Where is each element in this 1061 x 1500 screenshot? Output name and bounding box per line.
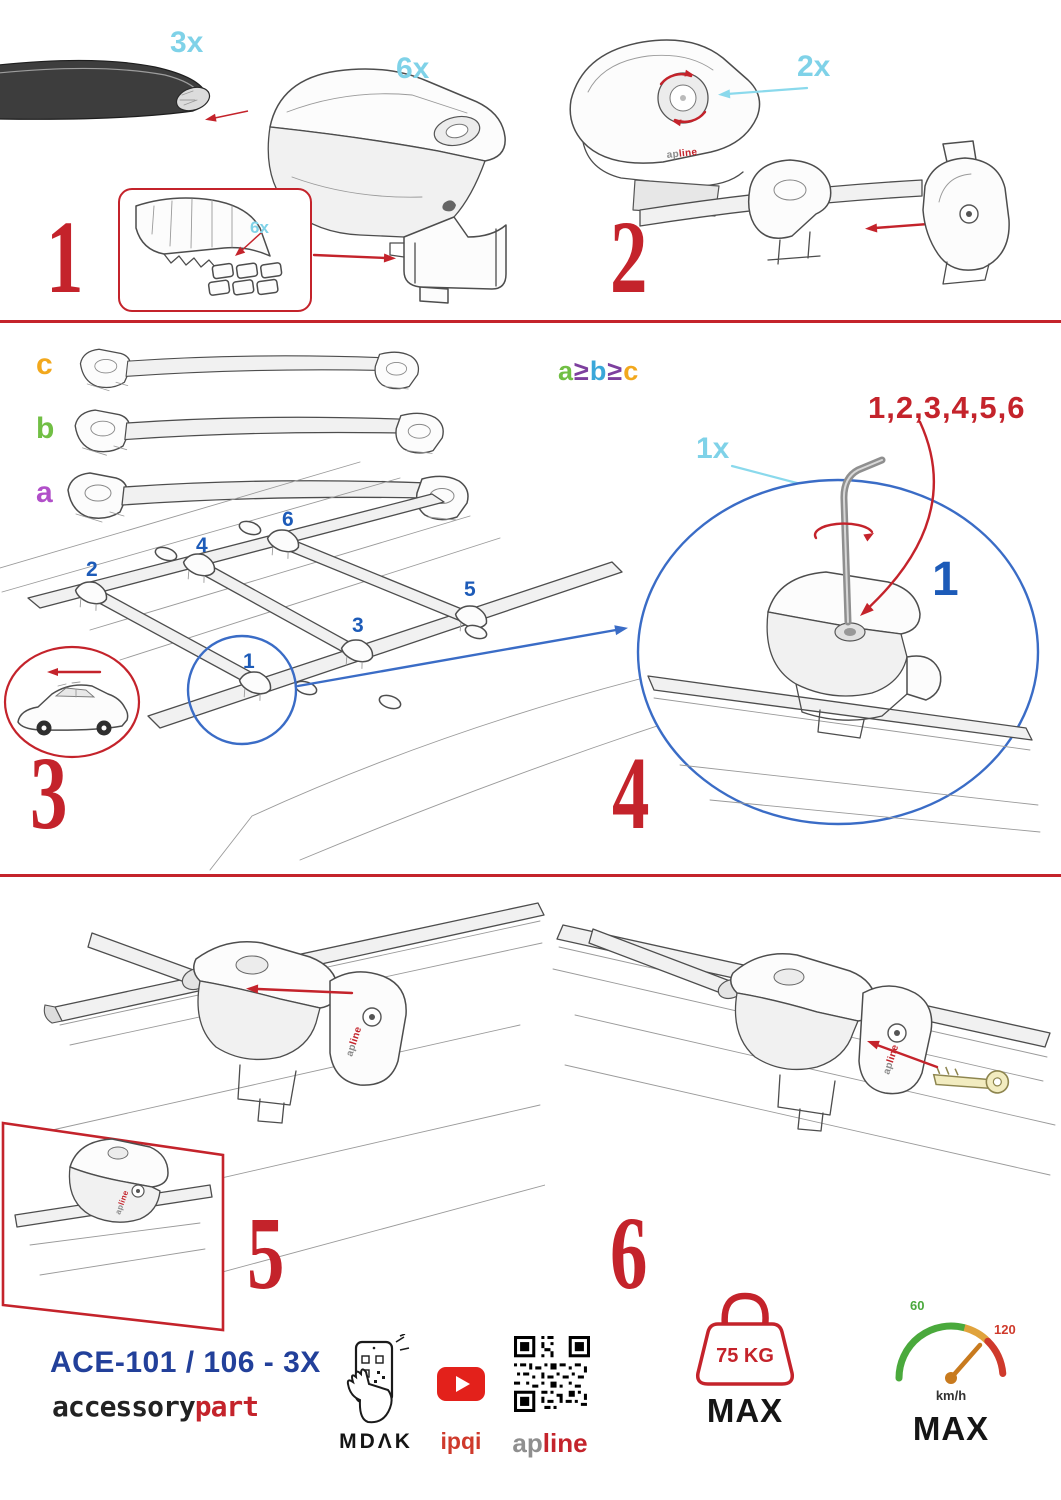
brand-on-part: apline [344, 1025, 364, 1058]
tighten-sequence: 1,2,3,4,5,6 [868, 390, 1026, 425]
qty-label-foot: 6x [396, 52, 430, 85]
locked-foot: apline [730, 953, 933, 1132]
car-inset [3, 645, 141, 759]
pads-diagram [135, 197, 283, 296]
mdak-logo: MDΛK [339, 1430, 413, 1453]
ipqi-logo: ipqi [440, 1428, 482, 1454]
step-number-6: 6 [610, 1196, 647, 1311]
brand-mark [442, 200, 456, 212]
position-1: 1 [243, 650, 255, 673]
max-load-icon: 75 KG [695, 1292, 795, 1386]
step-number-3: 3 [30, 736, 67, 851]
bar-label-a: a [36, 476, 53, 509]
detail-circle [186, 634, 298, 746]
max-speed-label: MAX [912, 1410, 990, 1447]
max-load-value: 75 KG [716, 1345, 774, 1367]
step-number-4: 4 [612, 736, 649, 851]
speed-low-label: 60 [910, 1298, 924, 1313]
sequence-start-number: 1 [932, 553, 959, 606]
position-6: 6 [282, 508, 294, 531]
section-divider-2 [0, 874, 1061, 877]
qr-code [514, 1336, 590, 1412]
roof-scene: 1 2 3 4 5 6 [0, 461, 660, 871]
allen-key-icon [840, 456, 886, 626]
youtube-icon [437, 1367, 485, 1401]
bar-label-c: c [36, 348, 53, 381]
position-4: 4 [196, 534, 208, 557]
step1-illustration [0, 59, 507, 304]
step-number-1: 1 [46, 200, 83, 315]
bar-c [79, 348, 420, 392]
bar-label-b: b [36, 412, 55, 445]
mounted-inset: apline [1, 1121, 225, 1332]
position-2: 2 [86, 558, 98, 581]
qty-label-knob: 2x [797, 50, 831, 83]
key-icon [932, 1065, 1010, 1094]
foot-with-dial: apline [569, 39, 761, 217]
qty-label-key: 1x [696, 432, 730, 465]
clamp-foot [267, 68, 507, 304]
size-formula: a≥b≥c [558, 356, 640, 386]
speed-unit-label: km/h [936, 1388, 966, 1403]
brand-on-part: apline [666, 147, 698, 161]
model-code: ACE-101 / 106 - 3X [50, 1346, 321, 1379]
speedometer-icon: 60 120 km/h [895, 1298, 1016, 1403]
step5-illustration: apline apline [1, 902, 545, 1332]
end-cover [922, 140, 1010, 285]
speed-high-label: 120 [994, 1322, 1016, 1337]
step3-illustration: 1 2 3 4 5 6 [0, 348, 660, 871]
step2-illustration: apline [569, 39, 1010, 285]
qty-label-bar: 3x [170, 26, 204, 59]
step-number-5: 5 [247, 1196, 284, 1311]
qty-label-pads: 6x [250, 218, 269, 237]
section-divider-1 [0, 320, 1061, 323]
step6-illustration: apline [552, 924, 1056, 1176]
maker-logo: accessorypart [52, 1390, 259, 1423]
phone-scan-icon [346, 1334, 410, 1424]
position-5: 5 [464, 578, 476, 601]
crossbar-blade [0, 59, 211, 120]
step4-illustration [636, 420, 1041, 833]
pads-inset-box: 6x [118, 188, 312, 312]
bar-a [67, 472, 469, 523]
rubber-pads [207, 262, 283, 296]
apline-logo: apline [512, 1428, 588, 1458]
max-load-label: MAX [706, 1392, 784, 1429]
bar-b [74, 409, 444, 456]
lock-cover: apline [329, 971, 407, 1086]
position-3: 3 [352, 614, 364, 637]
bar-assembly [639, 159, 923, 265]
step-number-2: 2 [610, 200, 647, 315]
